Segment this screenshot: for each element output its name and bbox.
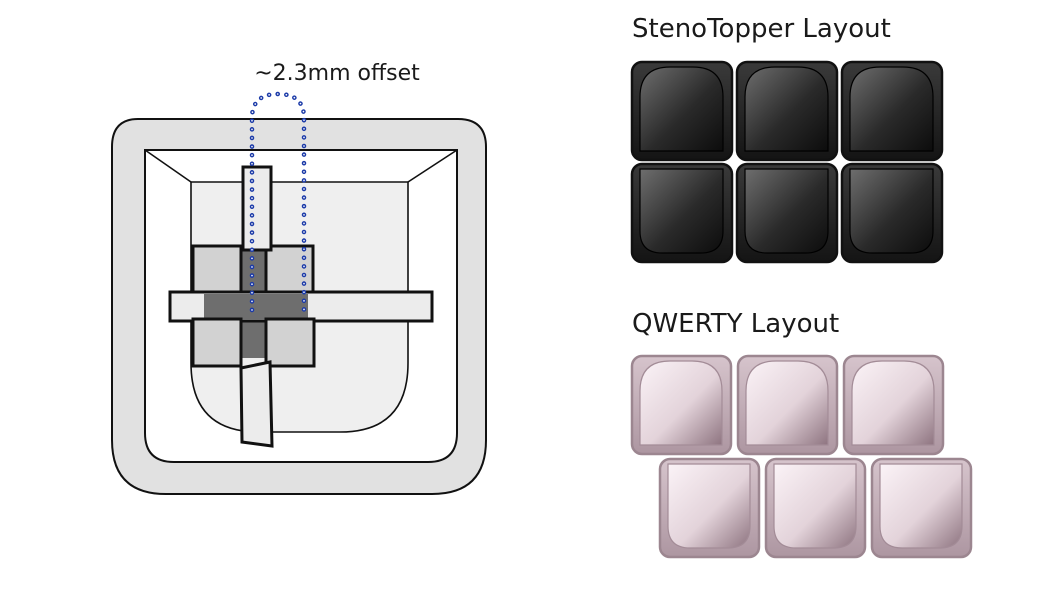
stem-wing-top-left — [191, 244, 243, 294]
stem-vertical-bottom — [239, 360, 274, 448]
stem-wing-bottom-right — [264, 317, 316, 368]
qwerty-keycap-r2-c1 — [658, 457, 761, 559]
qwerty-keycap-r2-c3 — [870, 457, 973, 559]
switch-stem — [168, 165, 434, 448]
steno-keycap-r1-c2 — [735, 60, 839, 162]
steno-keycap-r2-c1 — [630, 162, 734, 264]
steno-keycap-r1-c1 — [630, 60, 734, 162]
steno-keycap-grid — [630, 60, 944, 264]
steno-keycap-r2-c2 — [735, 162, 839, 264]
offset-label: ~2.3mm offset — [254, 61, 420, 86]
qwerty-keycap-r2-c2 — [764, 457, 867, 559]
qwerty-keycap-r1-c1 — [630, 354, 733, 456]
steno-layout-title: StenoTopper Layout — [632, 14, 891, 44]
offset-marker — [249, 91, 307, 313]
switch-bevel-lines — [144, 149, 458, 183]
qwerty-keycap-r1-c3 — [842, 354, 945, 456]
stem-wing-bottom-left — [191, 317, 243, 368]
qwerty-keycap-r1-c2 — [736, 354, 839, 456]
qwerty-keycap-grid — [630, 354, 973, 559]
steno-keycap-r2-c3 — [840, 162, 944, 264]
stem-vertical-top — [241, 165, 273, 252]
qwerty-layout-title: QWERTY Layout — [632, 309, 839, 339]
steno-keycap-r1-c3 — [840, 60, 944, 162]
